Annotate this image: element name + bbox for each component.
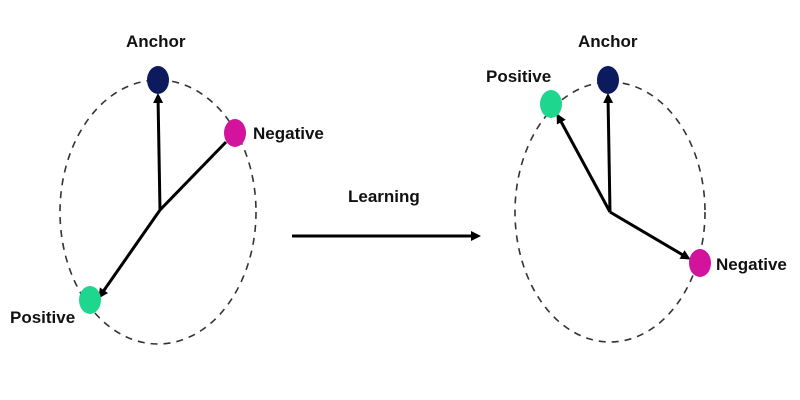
right-positive-arrow [556,113,612,213]
right-anchor-arrow [603,93,614,213]
left-embedding-circle [59,79,257,345]
right-anchor-label: Anchor [578,32,638,51]
learning-label: Learning [348,187,420,206]
right-anchor-dot [597,66,619,94]
left-negative-to-positive-arrow [98,140,228,299]
right-positive-label: Positive [486,67,551,86]
left-anchor-arrow [153,93,164,211]
learning-transition: Learning [292,187,481,241]
left-anchor-dot [147,66,169,94]
left-positive-dot [79,286,101,314]
left-negative-dot [224,119,246,147]
right-positive-dot [540,90,562,118]
right-negative-dot [689,249,711,277]
right-negative-label: Negative [716,255,787,274]
left-positive-label: Positive [10,308,75,327]
left-negative-label: Negative [253,124,324,143]
left-anchor-label: Anchor [126,32,186,51]
right-negative-arrow [609,210,691,260]
left-panel: Anchor Negative Positive [10,32,324,345]
right-panel: Anchor Positive Negative [486,32,787,343]
right-embedding-circle [514,81,706,343]
